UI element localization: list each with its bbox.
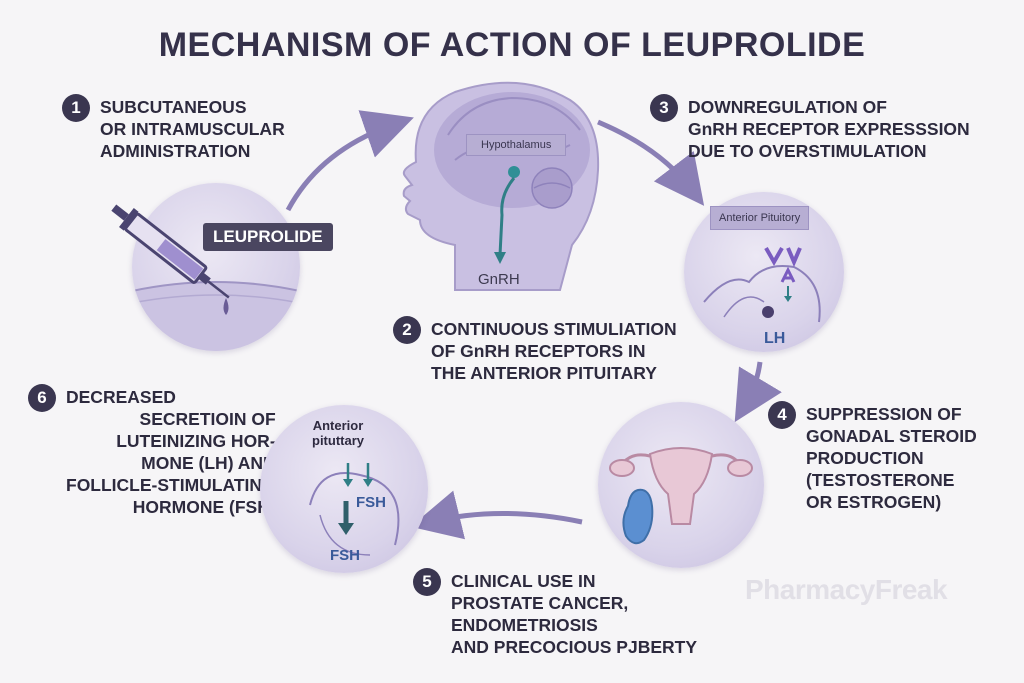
anterior-pituttary-line: pituttary bbox=[312, 433, 364, 448]
step-text-line: GONADAL STEROID bbox=[806, 426, 977, 446]
step-text-line: FOLLICLE-STIMULATING bbox=[66, 475, 276, 495]
anterior-pituttary-label: Anterior pituttary bbox=[302, 418, 374, 448]
step-text-line: MONE (LH) AND bbox=[141, 453, 276, 473]
step-text-line: PROSTATE CANCER, bbox=[451, 593, 629, 613]
watermark-logo: PharmacyFreak bbox=[745, 574, 948, 605]
arrow-4-to-6 bbox=[410, 490, 583, 540]
step-text-line: DUE TO OVERSTIMULATION bbox=[688, 141, 927, 161]
step-text-line: DOWNREGULATION OF bbox=[688, 97, 887, 117]
fsh-pituitary-illustration bbox=[260, 405, 428, 573]
step-number-badge: 1 bbox=[62, 94, 90, 122]
step-text-line: HORMONE (FSH) bbox=[132, 497, 276, 517]
step-number-badge: 4 bbox=[768, 401, 796, 429]
fsh-release-arrows-icon bbox=[309, 463, 400, 556]
arrow-1-to-2 bbox=[285, 110, 414, 212]
step-number-badge: 6 bbox=[28, 384, 56, 412]
step-4: 4 SUPPRESSION OF GONADAL STEROID PRODUCT… bbox=[768, 401, 977, 513]
step-text-line: ENDOMETRIOSIS bbox=[451, 615, 598, 635]
fsh-label-small: FSH bbox=[356, 494, 386, 511]
step-text-line: THE ANTERIOR PITUITARY bbox=[431, 363, 657, 383]
step-1: 1 SUBCUTANEOUS OR INTRAMUSCULAR ADMINIST… bbox=[62, 94, 285, 162]
step-text-line: CLINICAL USE IN bbox=[451, 571, 596, 591]
diagram-title: MECHANISM OF ACTION OF LEUPROLIDE bbox=[158, 26, 866, 64]
lh-label: LH bbox=[764, 330, 786, 347]
step-text-line: SUBCUTANEOUS bbox=[100, 97, 247, 117]
drug-label: LEUPROLIDE bbox=[203, 223, 333, 251]
step-5: 5 CLINICAL USE IN PROSTATE CANCER, ENDOM… bbox=[413, 568, 698, 658]
step-text-line: OF GnRH RECEPTORS IN bbox=[431, 341, 646, 361]
reproductive-organs-illustration bbox=[598, 402, 764, 568]
skin-layer-illustration bbox=[132, 281, 300, 351]
uterus-and-gonad-icon bbox=[609, 447, 753, 545]
step-text-line: OR ESTROGEN) bbox=[806, 492, 942, 512]
step-6: 6 DECREASED SECRETIOIN OF LUTEINIZING HO… bbox=[28, 384, 276, 518]
step-number-badge: 3 bbox=[650, 94, 678, 122]
step-text-line: LUTEINIZING HOR- bbox=[116, 431, 276, 451]
step-text-line: DECREASED bbox=[66, 387, 176, 407]
fsh-label-large: FSH bbox=[330, 547, 360, 564]
anterior-pituttary-line: Anterior bbox=[312, 418, 364, 433]
arrow-2-to-3 bbox=[597, 119, 705, 206]
step-3: 3 DOWNREGULATION OF GnRH RECEPTOR EXPRES… bbox=[650, 94, 970, 162]
arrow-3-to-4 bbox=[734, 361, 782, 423]
step-text-line: PRODUCTION bbox=[806, 448, 924, 468]
step-text-line: CONTINUOUS STIMULIATION bbox=[431, 319, 677, 339]
step-text-line: SECRETIOIN OF bbox=[139, 409, 276, 429]
pituitary-receptor-illustration bbox=[703, 247, 821, 323]
step-text-line: (TESTOSTERONE bbox=[806, 470, 955, 490]
step-2: 2 CONTINUOUS STIMULIATION OF GnRH RECEPT… bbox=[393, 316, 677, 384]
gnrh-label: GnRH bbox=[478, 271, 520, 288]
hypothalamus-label: Hypothalamus bbox=[466, 134, 567, 156]
step-text-line: GnRH RECEPTOR EXPRESSSION bbox=[688, 119, 970, 139]
step-text-line: SUPPRESSION OF bbox=[806, 404, 962, 424]
step-number-badge: 2 bbox=[393, 316, 421, 344]
step-number-badge: 5 bbox=[413, 568, 441, 596]
step-text-line: OR INTRAMUSCULAR bbox=[100, 119, 285, 139]
step-text-line: ADMINISTRATION bbox=[100, 141, 251, 161]
anterior-pituitory-label: Anterior Pituitory bbox=[710, 206, 810, 230]
injection-illustration bbox=[132, 183, 300, 351]
step-text-line: AND PRECOCIOUS PJBERTY bbox=[451, 637, 698, 657]
